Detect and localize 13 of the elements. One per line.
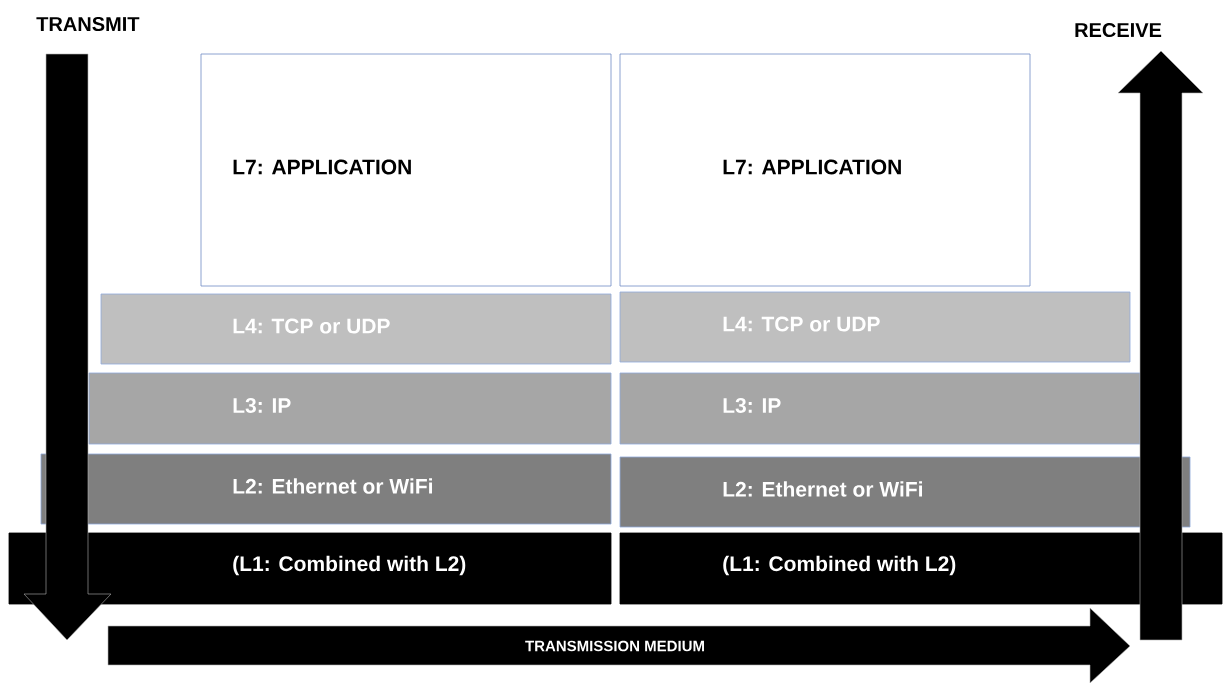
layer-box: L4: TCP or UDP (619, 291, 1131, 363)
heading: RECEIVE (1075, 22, 1162, 38)
layer-box: L7: APPLICATION (619, 53, 1031, 287)
arrow-label: TRANSMISSION MEDIUM (525, 640, 704, 652)
layer-box: L3: IP (88, 372, 612, 445)
layer-box: L3: IP (619, 372, 1141, 445)
layer-box: L4: TCP or UDP (100, 293, 612, 365)
layer-box: (L1: Combined with L2) (8, 532, 612, 605)
layer-box: L2: Ethernet or WiFi (619, 456, 1191, 528)
layer-box: (L1: Combined with L2) (619, 532, 1223, 605)
heading: TRANSMIT (36, 16, 140, 32)
layer-box: L7: APPLICATION (200, 53, 612, 287)
layer-box: L2: Ethernet or WiFi (40, 453, 612, 525)
